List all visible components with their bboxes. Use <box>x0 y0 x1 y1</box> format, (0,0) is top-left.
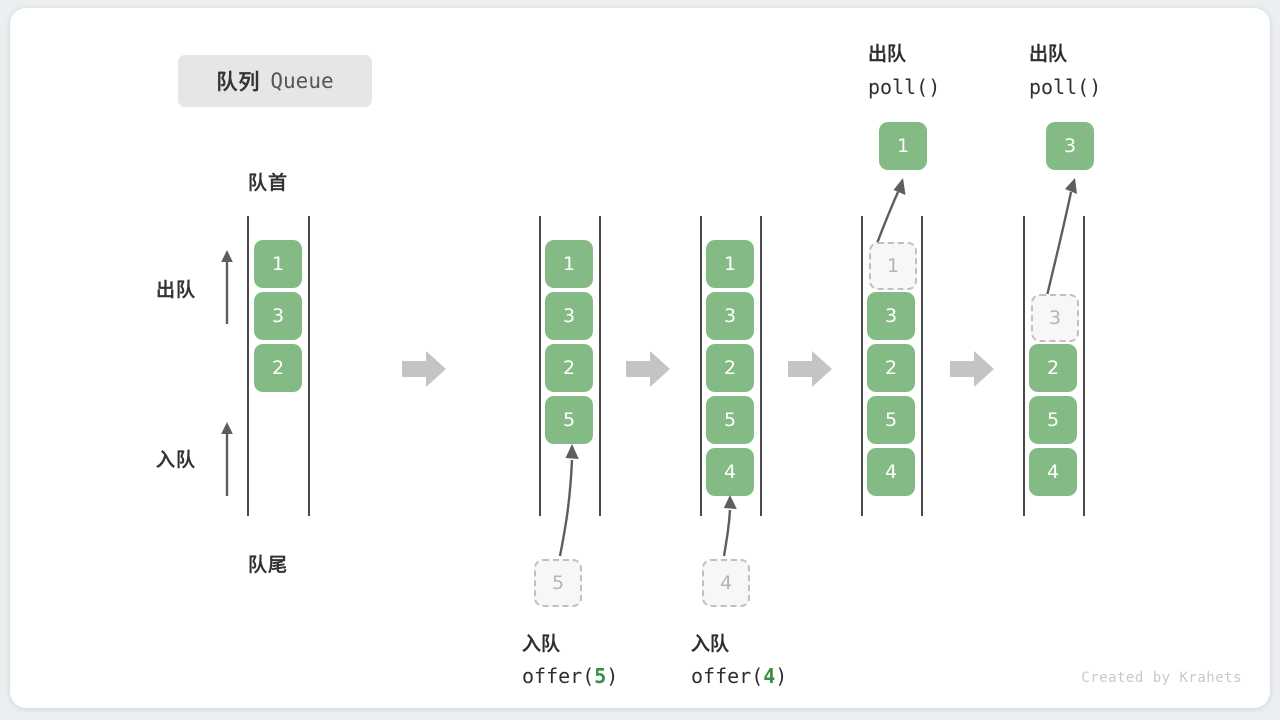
rail-left-step-4 <box>861 216 863 516</box>
queue-cell-5: 5 <box>867 396 915 444</box>
rail-right-step-4 <box>921 216 923 516</box>
incoming-ghost-value-4: 4 <box>702 559 750 607</box>
queue-cell-2: 2 <box>706 344 754 392</box>
incoming-ghost-cell-5: 5 <box>534 559 582 607</box>
incoming-ghost-cell-4: 4 <box>702 559 750 607</box>
enqueue-motion-arrow-5 <box>558 444 579 557</box>
popped-cell-1: 1 <box>879 122 927 170</box>
queue-cell-3: 3 <box>254 292 302 340</box>
queue-cell-5: 5 <box>706 396 754 444</box>
poll-3-cn-label: 出队 <box>1029 44 1068 65</box>
queue-cell-5: 5 <box>1029 396 1077 444</box>
rail-right-step-3 <box>760 216 762 516</box>
queue-cell-5: 5 <box>545 396 593 444</box>
rail-right-step-1 <box>308 216 310 516</box>
dequeue-side-label: 出队 <box>156 280 197 301</box>
queue-head-label: 队首 <box>248 173 289 194</box>
poll-1-cn-label: 出队 <box>868 44 907 65</box>
offer-4-code-prefix: offer( <box>691 664 764 688</box>
offer-4-code-label: offer(4) <box>691 664 851 688</box>
rail-left-step-5 <box>1023 216 1025 516</box>
queue-cell-4: 4 <box>867 448 915 496</box>
enqueue-motion-arrow-4 <box>722 495 737 557</box>
poll-3-code-label: poll() <box>1029 75 1102 99</box>
offer-4-cn-label: 入队 <box>691 634 730 655</box>
step-transition-arrow-4 <box>950 351 994 387</box>
queue-cell-2: 2 <box>1029 344 1077 392</box>
step-transition-arrow-1 <box>402 351 446 387</box>
queue-cell-4: 4 <box>706 448 754 496</box>
rail-left-step-1 <box>247 216 249 516</box>
dequeue-motion-arrow-3 <box>1044 178 1077 301</box>
rail-left-step-2 <box>539 216 541 516</box>
rail-right-step-5 <box>1083 216 1085 516</box>
dequeue-motion-arrow-1 <box>874 178 906 247</box>
offer-5-code-value: 5 <box>594 664 607 688</box>
offer-5-code-suffix: ) <box>606 664 619 688</box>
queue-cell-1: 1 <box>545 240 593 288</box>
incoming-ghost-value-5: 5 <box>534 559 582 607</box>
queue-tail-label: 队尾 <box>248 555 289 576</box>
offer-5-code-label: offer(5) <box>522 664 682 688</box>
queue-cell-3: 3 <box>545 292 593 340</box>
offer-4-code-suffix: ) <box>775 664 788 688</box>
step-transition-arrow-3 <box>788 351 832 387</box>
rail-left-step-3 <box>700 216 702 516</box>
queue-cell-2: 2 <box>254 344 302 392</box>
enqueue-direction-arrow <box>221 422 233 496</box>
queue-cell-1: 1 <box>706 240 754 288</box>
dequeue-direction-arrow <box>221 250 233 324</box>
queue-cell-4: 4 <box>1029 448 1077 496</box>
title-en: Queue <box>270 69 334 93</box>
rail-right-step-2 <box>599 216 601 516</box>
credit-text: Created by Krahets <box>1081 670 1242 686</box>
queue-cell-1: 1 <box>254 240 302 288</box>
queue-cell-3: 3 <box>706 292 754 340</box>
title-badge: 队列 Queue <box>178 55 372 107</box>
queue-cell-ghost-1: 1 <box>869 242 917 290</box>
queue-cell-2: 2 <box>867 344 915 392</box>
queue-cell-ghost-3: 3 <box>1031 294 1079 342</box>
enqueue-side-label: 入队 <box>156 450 197 471</box>
queue-cell-3: 3 <box>867 292 915 340</box>
offer-4-code-value: 4 <box>763 664 776 688</box>
step-transition-arrow-2 <box>626 351 670 387</box>
offer-5-cn-label: 入队 <box>522 634 561 655</box>
poll-1-code-label: poll() <box>868 75 941 99</box>
offer-5-code-prefix: offer( <box>522 664 595 688</box>
title-cn: 队列 <box>216 71 261 94</box>
queue-cell-2: 2 <box>545 344 593 392</box>
popped-cell-3: 3 <box>1046 122 1094 170</box>
